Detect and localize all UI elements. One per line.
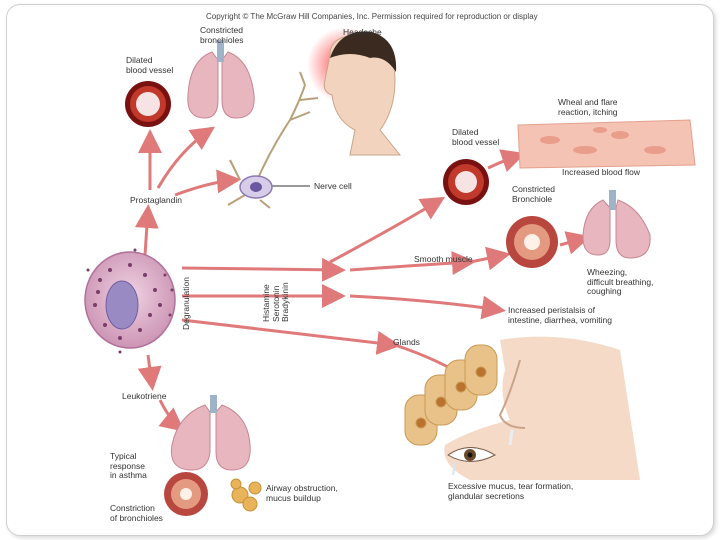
- nose-icon: [498, 359, 526, 446]
- lungs-right-icon: [582, 190, 651, 259]
- lungs-icon: [187, 40, 255, 119]
- face-icon: [444, 336, 640, 480]
- arrow-vessel-to-skin: [487, 149, 526, 173]
- label-increased-blood-flow: Increased blood flow: [562, 167, 640, 177]
- arrow-to-dilated-vessel-right: [329, 196, 446, 264]
- label-airway-obstruction: Airway obstruction, mucus buildup: [266, 483, 338, 503]
- arrow-to-nerve-cell: [174, 169, 241, 197]
- arrow-bronchiole-to-lungs: [559, 231, 591, 255]
- label-typical-response: Typical response in asthma: [110, 451, 147, 480]
- arrow-to-leukotriene: [137, 354, 162, 391]
- arrow-to-prostaglandin: [134, 204, 159, 256]
- label-leukotriene: Leukotriene: [122, 391, 167, 401]
- arrow-to-lungs-bottom: [158, 399, 185, 432]
- arrow-histamine-3: [181, 318, 401, 355]
- lungs-bottom-icon: [170, 395, 251, 471]
- label-histamine: Histamine Serotonin Bradykinin: [261, 282, 290, 322]
- label-constricted-bronchiole-right: Constricted Bronchiole: [512, 184, 555, 204]
- gland-cells-icon: [404, 344, 498, 446]
- head-headache-icon: [307, 27, 402, 156]
- label-constricted-bronchioles-top: Constricted bronchioles: [200, 25, 244, 45]
- mucus-icon: [230, 478, 262, 512]
- label-excessive-mucus: Excessive mucus, tear formation, glandul…: [448, 481, 574, 501]
- mast-cell-icon: [84, 248, 176, 354]
- label-glands: Glands: [393, 337, 420, 347]
- label-nerve-cell: Nerve cell: [314, 181, 352, 191]
- label-wheezing: Wheezing, difficult breathing, coughing: [587, 267, 654, 296]
- copyright-text: Copyright © The McGraw Hill Companies, I…: [206, 12, 538, 21]
- dilated-vessel-icon: [125, 81, 171, 127]
- label-constriction-bronchioles: Constriction of bronchioles: [110, 503, 163, 523]
- skin-wheal-icon: [517, 119, 696, 169]
- nerve-cell-icon: [227, 71, 319, 209]
- arrow-to-peristalsis: [349, 294, 506, 320]
- label-degranulation: Degranulation: [181, 277, 191, 330]
- arrow-to-lungs-top: [156, 126, 215, 189]
- arrow-histamine-1: [181, 257, 346, 282]
- dilated-vessel-right-icon: [443, 159, 489, 205]
- label-wheal-flare: Wheal and flare reaction, itching: [558, 97, 618, 117]
- label-prostaglandin: Prostaglandin: [130, 195, 182, 205]
- arrow-to-smooth-muscle: [349, 251, 476, 276]
- label-headache: Headache: [343, 27, 382, 37]
- constricted-bronchiole-icon: [506, 216, 558, 268]
- arrow-to-constricted-bronchiole: [469, 246, 511, 271]
- label-peristalsis: Increased peristalsis of intestine, diar…: [508, 305, 612, 325]
- arrows: [134, 126, 591, 432]
- constricted-bronchiole-bottom-icon: [164, 472, 208, 516]
- label-dilated-vessel-right: Dilated blood vessel: [452, 127, 500, 147]
- label-dilated-vessel-top: Dilated blood vessel: [126, 55, 174, 75]
- eye-icon: [447, 447, 497, 476]
- label-smooth-muscle: Smooth muscle: [414, 254, 473, 264]
